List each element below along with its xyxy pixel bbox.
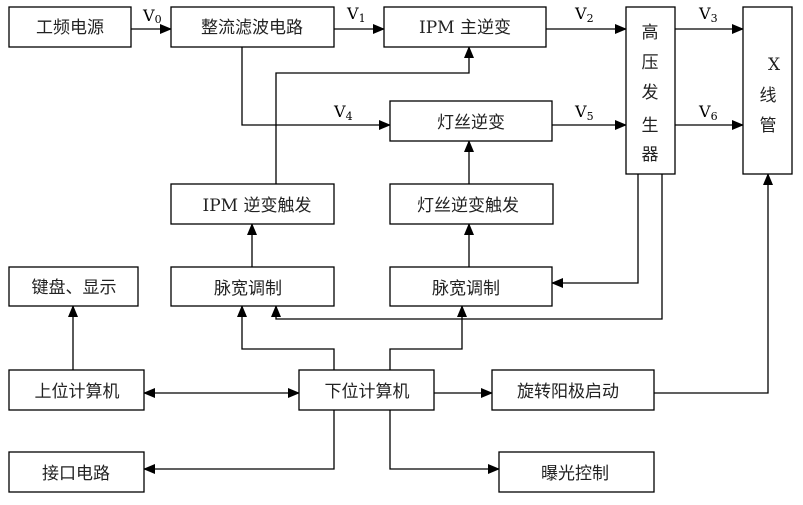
wire-lower-to-interface [143,410,335,474]
block-label: 脉宽调制 [214,279,282,299]
wire-v4 [241,47,391,130]
block-label-char: 线 [760,86,777,106]
wire-hv-feedback-pwm-left [271,174,663,320]
label-v4: V4 [333,102,353,123]
block-ipm-inverter-trigger: IPM 逆变触发 [170,183,335,225]
block-host-computer: 上位计算机 [8,369,145,411]
label-v1: V1 [346,4,366,25]
block-label: 接口电路 [42,464,110,484]
label-v0: V0 [142,6,162,26]
label-v2: V2 [574,4,594,25]
block-lower-computer: 下位计算机 [298,369,435,411]
block-label: 整流滤波电路 [201,18,303,38]
label-v6: V6 [698,102,718,123]
block-ipm-main-inverter: IPM 主逆变 [383,6,547,48]
block-label: 上位计算机 [35,382,120,402]
block-exposure-control: 曝光控制 [498,451,655,493]
block-label: 脉宽调制 [432,279,500,299]
block-label-char: 压 [642,53,659,73]
block-label: 工频电源 [36,18,104,38]
block-label-char: 发 [642,83,659,103]
block-label-char: 高 [642,23,659,43]
block-label-char: 生 [642,116,659,136]
block-label: 曝光控制 [541,464,609,484]
block-label: 灯丝逆变触发 [417,196,519,216]
block-pwm-right: 脉宽调制 [389,266,553,307]
block-label: 下位计算机 [325,382,410,402]
block-rectifier-filter: 整流滤波电路 [170,6,335,48]
label-v5: V5 [574,102,594,123]
block-label: 键盘、显示 [32,278,117,298]
block-interface-circuit: 接口电路 [8,451,145,493]
block-filament-inverter-trigger: 灯丝逆变触发 [389,183,554,225]
wire-lower-to-exposure [389,410,500,474]
wire-hv-feedback-pwm-right [551,174,639,288]
block-label: 灯丝逆变 [437,113,505,133]
label-v3: V3 [698,4,718,25]
block-label: IPM 逆变触发 [203,196,312,216]
block-keyboard-display: 键盘、显示 [8,266,139,307]
block-label: 旋转阳极启动 [517,382,619,402]
block-power-source: 工频电源 [8,6,132,48]
wire-ipm-trigger-to-main [275,46,474,184]
wire-lower-to-pwm-left [237,305,335,370]
block-hv-generator: 高 压 发 生 器 [625,6,676,175]
block-filament-inverter: 灯丝逆变 [389,100,553,142]
wire-lower-to-pwm-right [389,305,467,370]
wire-rotating-anode-to-xtube [654,173,773,394]
block-rotating-anode-start: 旋转阳极启动 [491,369,655,411]
block-label: IPM 主逆变 [419,18,511,38]
block-label-char: 管 [760,116,777,136]
block-label-char: X [768,55,781,75]
block-pwm-left: 脉宽调制 [170,266,335,307]
block-xray-tube: X 线 管 [742,6,793,175]
block-label-char: 器 [642,145,659,165]
